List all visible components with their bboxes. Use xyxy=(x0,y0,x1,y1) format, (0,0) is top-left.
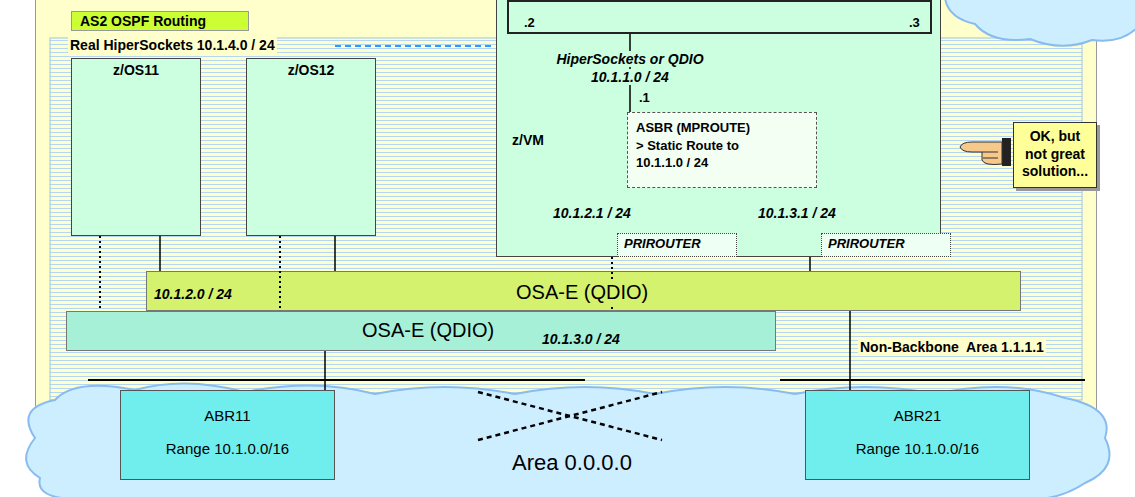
callout-box: OK, but not great solution... xyxy=(1013,122,1097,188)
lan-segment xyxy=(88,379,585,381)
node-text: .3 xyxy=(909,15,920,30)
node-text: OSA-E (QDIO) xyxy=(514,281,650,304)
lpar-box: z/OS12 xyxy=(246,58,376,236)
adapter-band: 10.1.2.0 / 24 OSA-E (QDIO) xyxy=(146,271,1021,311)
pointing-hand xyxy=(960,138,1011,166)
adapter-band: OSA-E (QDIO) 10.1.3.0 / 24 xyxy=(66,311,776,351)
finger-line xyxy=(982,152,998,153)
router-box: ABR11Range 10.1.0.0/16 xyxy=(120,390,335,480)
network-label: 10.1.2.1 / 24 xyxy=(553,205,631,221)
node-text: 10.1.1.0 / 24 xyxy=(636,154,808,172)
node-text: Range 10.1.0.0/16 xyxy=(121,440,334,457)
area-cloud: Area 0.0.0.0ABR11Range 10.1.0.0/16ABR21R… xyxy=(15,378,1120,497)
network-label: Real HiperSockets 10.1.4.0 / 24 xyxy=(68,37,277,53)
node-text: 10.1.2.0 / 24 xyxy=(154,286,232,302)
lpar-box: z/OS11 xyxy=(71,58,201,236)
finger-line xyxy=(983,158,998,159)
node-text: ABR21 xyxy=(806,407,1029,424)
node-text: Area 0.0.0.0 xyxy=(512,450,632,476)
hand-shape xyxy=(960,142,1002,165)
router-box: ABR21Range 10.1.0.0/16 xyxy=(805,390,1030,480)
cloud-shape xyxy=(945,0,1135,46)
hipersockets-link xyxy=(335,45,495,47)
interface-tag: PRIROUTER xyxy=(821,233,951,257)
node-text: > Static Route to xyxy=(636,137,808,155)
hand-cuff xyxy=(1002,138,1011,166)
cloud-shape xyxy=(26,383,1109,497)
node-text: .2 xyxy=(524,15,535,30)
node-text: ASBR (MPROUTE) xyxy=(636,119,808,137)
connector xyxy=(611,257,613,311)
interface-tag: PRIROUTER xyxy=(617,233,737,257)
connector xyxy=(849,311,851,390)
blocked-mark xyxy=(478,392,662,440)
node-text: AS2 OSPF Routing xyxy=(71,11,249,31)
node-text: z/VM xyxy=(512,132,544,148)
node-text: z/OS11 xyxy=(72,62,200,78)
network-label: .1 xyxy=(636,90,653,105)
node-text: OSA-E (QDIO) xyxy=(362,319,494,342)
node-text: PRIROUTER xyxy=(828,236,944,251)
network-box: .2 .3 xyxy=(507,0,932,34)
router-box: ASBR (MPROUTE)> Static Route to10.1.1.0 … xyxy=(627,112,817,188)
connector xyxy=(809,257,811,271)
network-label: HiperSockets or QDIO xyxy=(554,51,707,67)
node-text: OK, but not great solution... xyxy=(1019,128,1091,181)
blocked-mark xyxy=(478,392,662,440)
lan-segment xyxy=(780,379,1085,381)
connector xyxy=(99,236,101,311)
network-label: Non-Backbone Area 1.1.1.1 xyxy=(858,339,1046,355)
node-text: 10.1.3.0 / 24 xyxy=(542,331,620,347)
network-label: 10.1.1.0 / 24 xyxy=(588,69,672,85)
node-text: z/OS12 xyxy=(247,62,375,78)
connector xyxy=(324,351,326,390)
node-text: ABR11 xyxy=(121,407,334,424)
connector xyxy=(159,236,161,271)
region-fill xyxy=(35,0,1097,416)
node-text: PRIROUTER xyxy=(624,236,730,251)
node-text: Range 10.1.0.0/16 xyxy=(806,440,1029,457)
connector xyxy=(334,236,336,271)
network-label: 10.1.3.1 / 24 xyxy=(758,205,836,221)
connector xyxy=(279,236,281,311)
